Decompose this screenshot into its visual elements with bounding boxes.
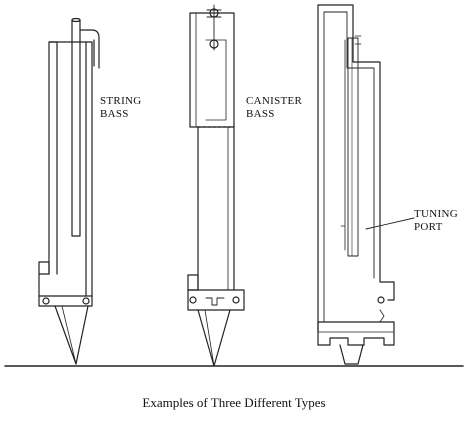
canister-bass-label: CANISTER BASS: [246, 95, 303, 120]
canister-bass-drawing: [188, 5, 244, 366]
figure-caption: Examples of Three Different Types: [142, 395, 326, 410]
string-bass-label: STRING BASS: [100, 95, 142, 120]
tuning-port-pointer: [366, 218, 414, 229]
string-bass-drawing: [39, 19, 99, 365]
tuning-port-label: TUNING PORT: [414, 208, 458, 233]
tuning-port-bass-drawing: [318, 5, 394, 364]
